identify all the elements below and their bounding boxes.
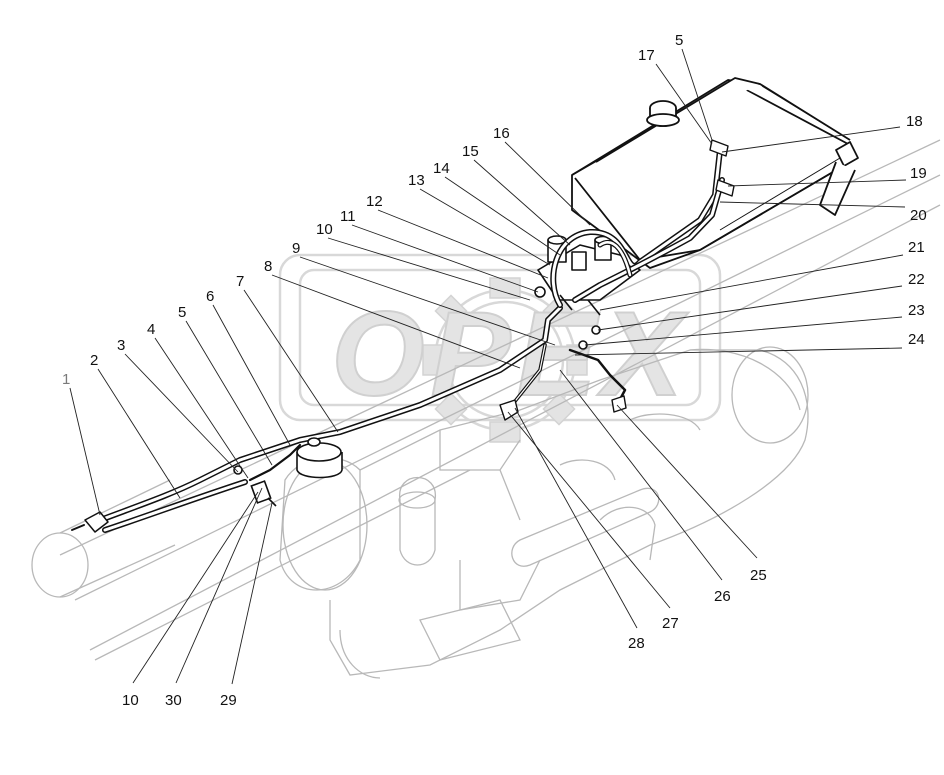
callout-28: 28 bbox=[628, 635, 645, 652]
callout-5: 5 bbox=[178, 304, 186, 321]
callout-30: 30 bbox=[165, 692, 182, 709]
callout-19: 19 bbox=[910, 165, 927, 182]
callout-11: 11 bbox=[340, 208, 356, 225]
callout-26: 26 bbox=[714, 588, 731, 605]
callout-22: 22 bbox=[908, 271, 925, 288]
callout-12: 12 bbox=[366, 193, 383, 210]
callout-numbers: 1 2 3 4 5 6 7 8 9 10 11 12 13 14 15 16 1… bbox=[62, 32, 927, 709]
callout-9: 9 bbox=[292, 240, 300, 257]
coarse-filter bbox=[233, 437, 343, 507]
callout-8: 8 bbox=[264, 258, 272, 275]
fuel-lines bbox=[71, 139, 735, 533]
leader-lines bbox=[69, 48, 907, 685]
callout-24: 24 bbox=[908, 331, 925, 348]
callout-18: 18 bbox=[906, 113, 923, 130]
callout-13: 13 bbox=[408, 172, 425, 189]
callout-2: 2 bbox=[90, 352, 98, 369]
callout-23: 23 bbox=[908, 302, 925, 319]
callout-21: 21 bbox=[908, 239, 925, 256]
callout-4: 4 bbox=[147, 321, 155, 338]
fuel-tank bbox=[571, 77, 859, 269]
callout-14: 14 bbox=[433, 160, 450, 177]
callout-16: 16 bbox=[493, 125, 510, 142]
callout-5-top: 5 bbox=[675, 32, 683, 49]
callout-27: 27 bbox=[662, 615, 679, 632]
callout-15: 15 bbox=[462, 143, 479, 160]
callout-17: 17 bbox=[638, 47, 655, 64]
callout-25: 25 bbox=[750, 567, 767, 584]
callout-10-bottom: 10 bbox=[122, 692, 139, 709]
callout-10: 10 bbox=[316, 221, 333, 238]
callout-6: 6 bbox=[206, 288, 214, 305]
callout-1: 1 bbox=[62, 371, 70, 388]
callout-20: 20 bbox=[910, 207, 927, 224]
callout-3: 3 bbox=[117, 337, 125, 354]
callout-7: 7 bbox=[236, 273, 244, 290]
callout-29: 29 bbox=[220, 692, 237, 709]
engine-ghost-outline bbox=[31, 139, 941, 679]
